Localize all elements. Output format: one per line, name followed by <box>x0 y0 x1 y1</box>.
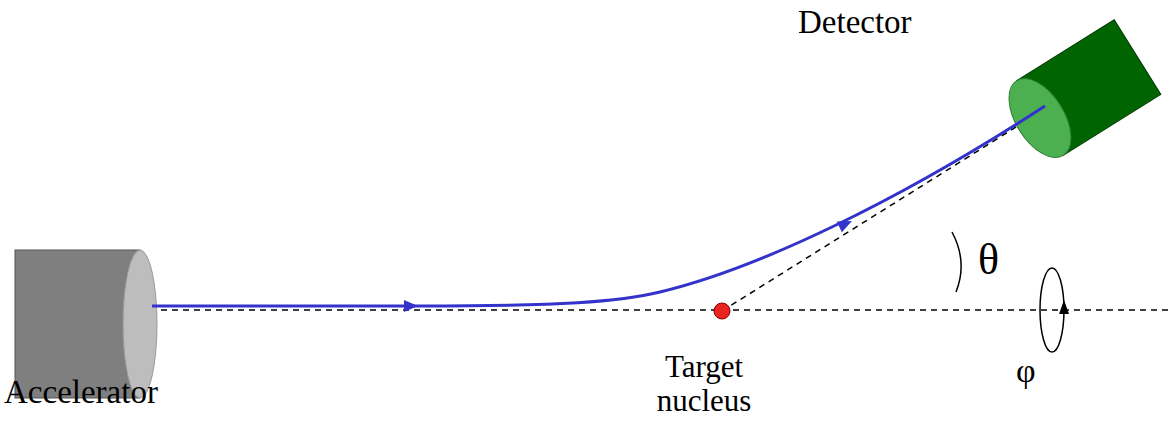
angle-arc <box>952 232 961 292</box>
target-nucleus-dot <box>714 303 730 319</box>
azimuth-label: φ <box>1016 352 1036 389</box>
beam-axis <box>150 309 1173 311</box>
target-label: Target nucleus <box>648 350 760 418</box>
azimuth-arrowhead <box>1059 300 1069 314</box>
angle-label: θ <box>978 236 999 284</box>
detector-symbol <box>996 20 1161 168</box>
trajectory-arrowhead <box>404 300 418 312</box>
accelerator-label: Accelerator <box>4 374 158 410</box>
trajectory-arrowhead <box>837 216 855 233</box>
particle-trajectory <box>152 106 1045 306</box>
azimuth-ellipse <box>1040 268 1064 352</box>
scattering-direction <box>722 112 1040 311</box>
detector-label: Detector <box>798 4 912 40</box>
